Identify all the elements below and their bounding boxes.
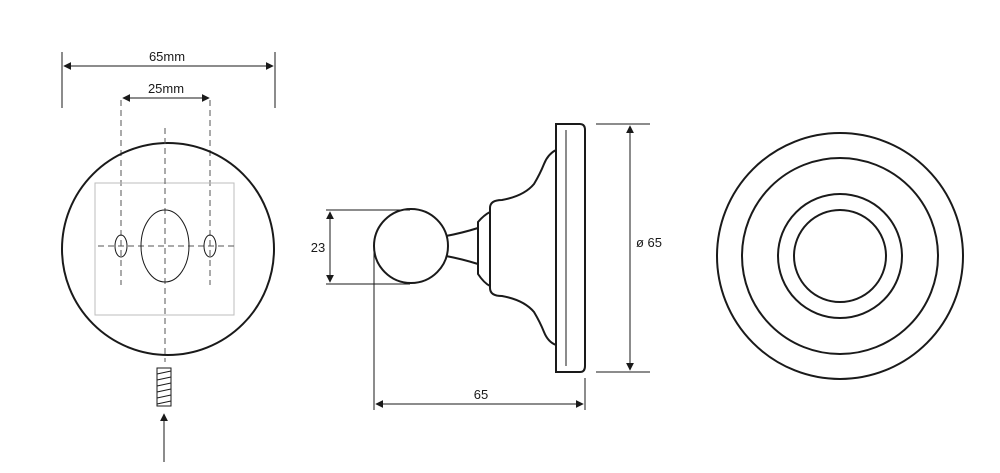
collar	[477, 210, 491, 288]
side-view: 23 ø 65 65	[311, 123, 662, 410]
base-diameter-label: ø 65	[636, 235, 662, 250]
end-middle-circle	[741, 157, 939, 355]
end-inner-ring-inner	[793, 209, 887, 303]
screw-icon	[156, 367, 172, 407]
hole-spacing-label: 25mm	[148, 81, 184, 96]
end-inner-ring-outer	[777, 193, 903, 319]
depth-label: 65	[474, 387, 488, 402]
stem	[445, 226, 479, 266]
front-view: 65mm 25mm	[61, 49, 276, 462]
end-view	[716, 132, 964, 380]
mount-hole-right	[203, 234, 217, 258]
end-outer-circle	[716, 132, 964, 380]
knob-diameter-label: 23	[311, 240, 325, 255]
center-oval-hole	[140, 209, 190, 283]
body-profile	[489, 148, 557, 347]
base-plate	[555, 123, 586, 373]
front-width-label: 65mm	[149, 49, 185, 64]
front-outer-circle	[61, 142, 275, 356]
knob	[373, 208, 449, 284]
mount-hole-left	[114, 234, 128, 258]
